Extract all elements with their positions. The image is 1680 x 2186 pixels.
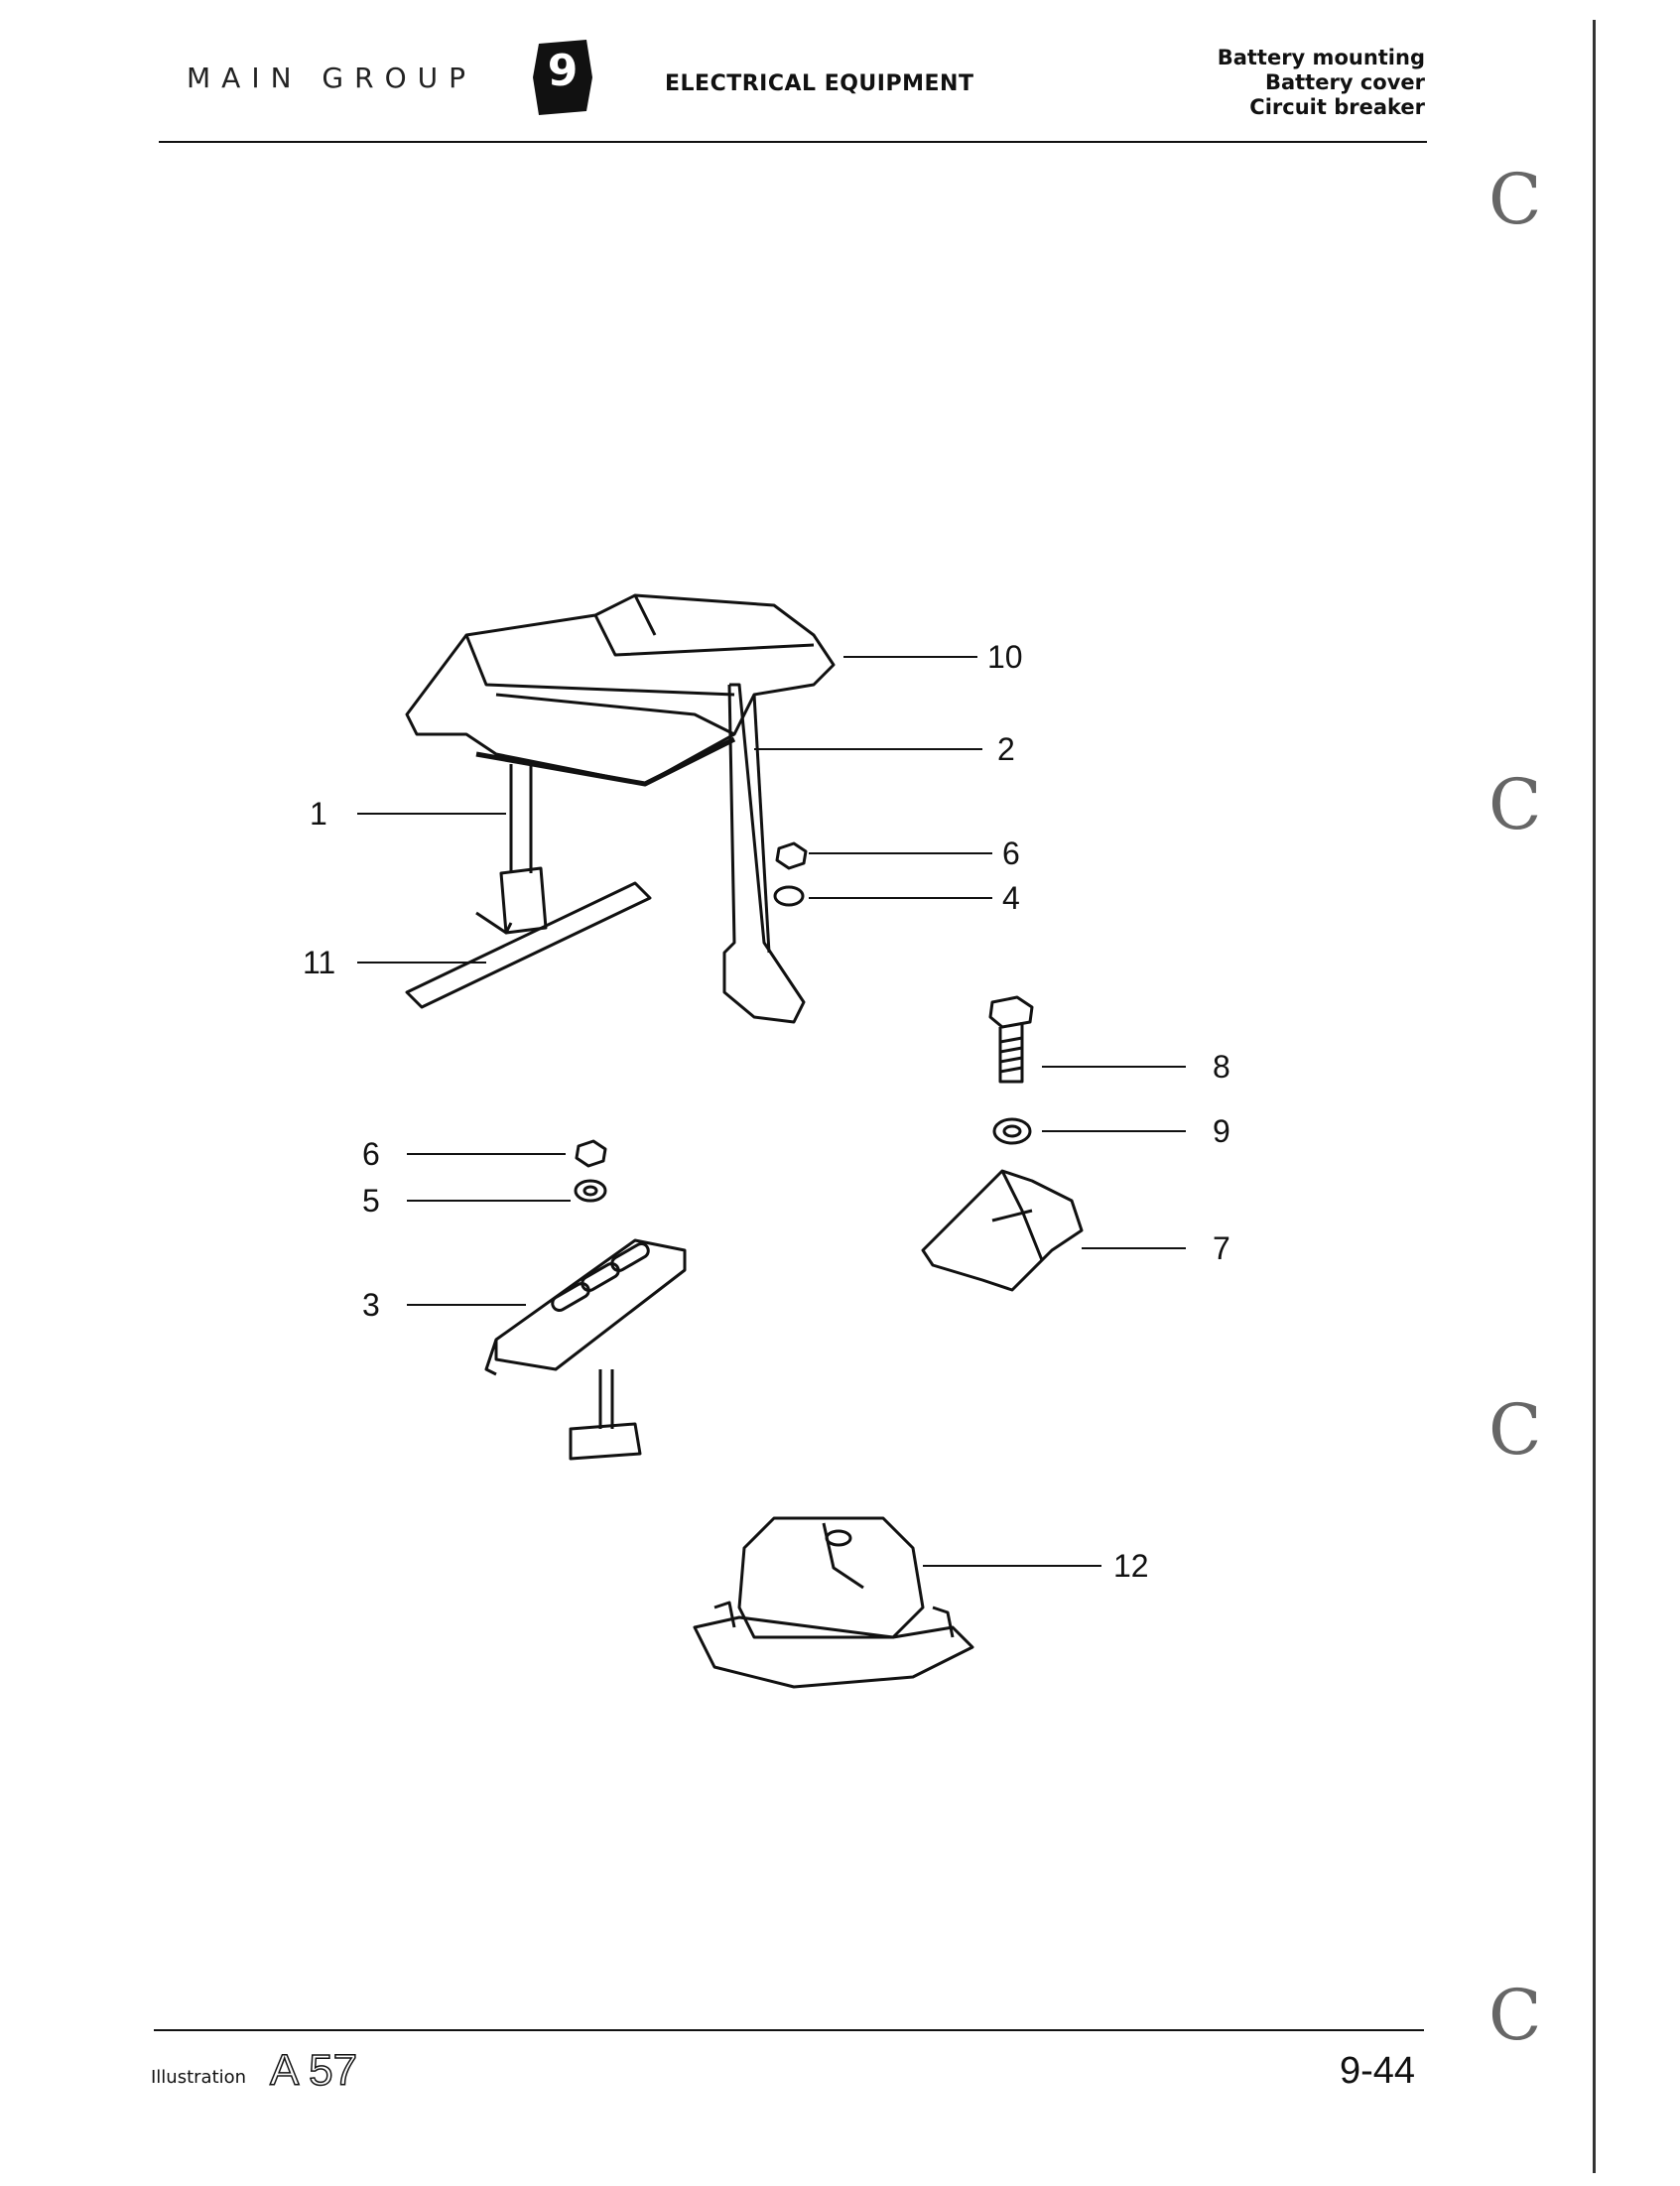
illustration-id: A 57	[269, 2045, 358, 2096]
washer-part	[773, 885, 805, 907]
section-title: ELECTRICAL EQUIPMENT	[665, 71, 974, 96]
callout-12: 12	[1113, 1548, 1149, 1584]
callout-4: 4	[1002, 880, 1020, 916]
washer-part	[992, 1117, 1032, 1145]
subject-line: Circuit breaker	[1249, 95, 1425, 119]
callout-6-lower: 6	[362, 1136, 380, 1172]
clamp-bar-part	[475, 764, 548, 935]
circuit-breaker-part	[693, 1516, 974, 1689]
callout-7: 7	[1213, 1230, 1230, 1266]
group-number: 9	[547, 46, 579, 96]
washer-part	[574, 1179, 607, 1203]
callout-8: 8	[1213, 1049, 1230, 1085]
callout-10: 10	[987, 639, 1023, 675]
footer-rule	[154, 2029, 1424, 2031]
callout-3: 3	[362, 1287, 380, 1323]
clamping-plate-part	[484, 1238, 687, 1461]
callout-9: 9	[1213, 1113, 1230, 1149]
header-rule	[159, 141, 1427, 143]
main-group-label: MAIN GROUP	[187, 62, 476, 94]
binder-edge	[1593, 20, 1596, 2173]
nut-part	[775, 841, 808, 870]
binder-hole: C	[1488, 1389, 1542, 1471]
callout-11: 11	[303, 945, 336, 980]
binder-hole: C	[1488, 159, 1542, 240]
callout-1: 1	[310, 796, 327, 832]
bolt-part	[988, 995, 1034, 1084]
binder-hole: C	[1488, 1975, 1542, 2056]
nut-part	[575, 1139, 607, 1168]
retaining-strip-part	[405, 881, 652, 1009]
callout-6-upper: 6	[1002, 836, 1020, 871]
battery-cover-part	[405, 593, 836, 787]
hold-down-bracket-part	[921, 1169, 1084, 1292]
callout-5: 5	[362, 1183, 380, 1219]
clamp-strap-part	[722, 683, 806, 1024]
binder-hole: C	[1488, 764, 1542, 845]
group-badge-icon	[533, 40, 592, 115]
page-number: 9-44	[1340, 2050, 1416, 2092]
illustration-label: Illustration	[151, 2067, 247, 2088]
callout-2: 2	[997, 731, 1015, 767]
subject-line: Battery mounting	[1217, 46, 1425, 69]
subject-line: Battery cover	[1264, 70, 1425, 94]
subject-block: Battery mounting Battery cover Circuit b…	[1218, 46, 1425, 120]
